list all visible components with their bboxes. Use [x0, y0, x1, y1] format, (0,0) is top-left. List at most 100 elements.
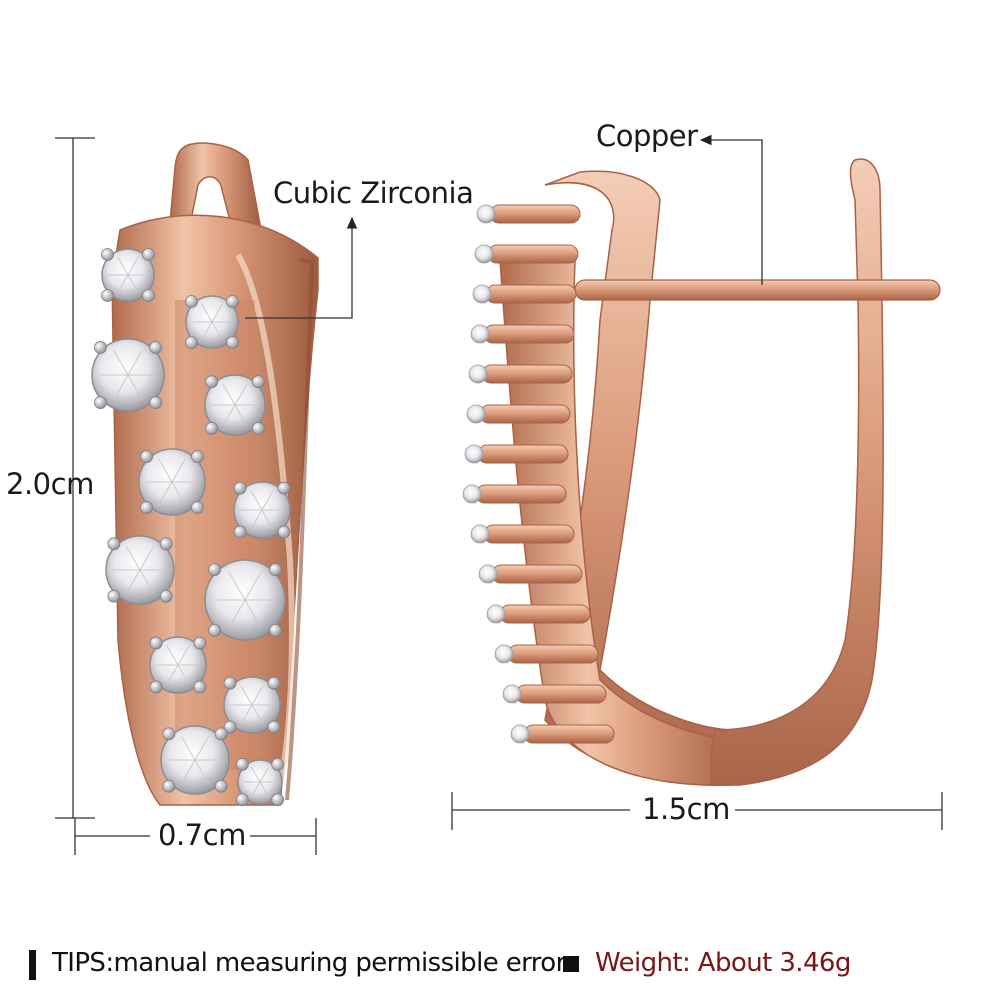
stone-prong [208, 563, 221, 576]
side-stone [466, 404, 486, 424]
stone-facet [177, 664, 190, 685]
stone-prong [269, 563, 282, 576]
side-stone [510, 724, 530, 744]
stone-facet [234, 383, 248, 406]
stone-prong [271, 757, 285, 771]
stone-facet [171, 458, 186, 483]
stone-prong [149, 680, 163, 694]
stone-prong [149, 396, 162, 409]
front-width-label: 0.7cm [158, 818, 246, 852]
stone-facet [240, 704, 253, 725]
side-prong-bar [475, 484, 567, 504]
stone-facet [194, 736, 210, 761]
side-prong-bar [489, 204, 581, 224]
side-stone [474, 244, 494, 264]
stone-facet [228, 572, 246, 601]
side-stone [468, 364, 488, 384]
stone-prong [107, 589, 121, 603]
stone-facet [259, 766, 270, 783]
side-stone [486, 604, 506, 624]
stone-prong [205, 421, 219, 435]
stone-facet [117, 256, 129, 276]
side-stone [464, 444, 484, 464]
stone-facet [222, 383, 236, 406]
stone-facet [171, 481, 186, 506]
stone-prong [162, 727, 176, 741]
weight-marker [563, 956, 579, 972]
stone-facet [125, 569, 141, 594]
stone-prong [226, 336, 239, 349]
stone-facet [251, 685, 264, 706]
stone-facet [194, 759, 210, 784]
side-prong-bar [485, 284, 577, 304]
stone-facet [158, 458, 173, 483]
stone-facet [125, 546, 141, 571]
stone-facet [139, 546, 155, 571]
stone-facet [127, 256, 139, 276]
stone-prong [107, 537, 121, 551]
stone-prong [149, 636, 163, 650]
stone-prong [162, 779, 176, 793]
stone-prong [191, 450, 204, 463]
side-prong-bar [487, 244, 579, 264]
height-label: 2.0cm [6, 467, 94, 501]
side-prong-bar [477, 444, 569, 464]
stone-facet [250, 766, 261, 783]
stone-prong [94, 396, 107, 409]
side-view-earring [462, 158, 941, 786]
stone-facet [251, 704, 264, 725]
stone-material-label: Cubic Zirconia [273, 176, 474, 210]
stone-facet [113, 374, 129, 401]
stone-facet [166, 664, 179, 685]
weight-text: Weight: About 3.46g [595, 948, 851, 978]
stone-facet [244, 572, 262, 601]
stone-prong [214, 779, 228, 793]
stone-facet [127, 274, 139, 294]
stone-prong [235, 757, 249, 771]
stone-facet [234, 404, 248, 427]
stone-facet [211, 303, 223, 323]
stone-prong [185, 295, 198, 308]
stone-facet [158, 481, 173, 506]
side-stone [502, 684, 522, 704]
stone-prong [267, 676, 281, 690]
stone-prong [191, 501, 204, 514]
stone-facet [127, 374, 143, 401]
stone-facet [180, 759, 196, 784]
stone-prong [159, 537, 173, 551]
stone-prong [226, 295, 239, 308]
stone-prong [140, 501, 153, 514]
stone-facet [228, 599, 246, 628]
tips-text: TIPS:manual measuring permissible error [52, 948, 566, 978]
side-prong-bar [523, 724, 615, 744]
stone-prong [271, 793, 285, 807]
stone-prong [159, 589, 173, 603]
stone-prong [251, 421, 265, 435]
stone-prong [140, 450, 153, 463]
dimension-lines [55, 134, 943, 855]
stone-facet [113, 349, 129, 376]
side-stone [472, 284, 492, 304]
stone-prong [233, 525, 247, 539]
stone-facet [259, 781, 270, 798]
stone-facet [261, 509, 274, 530]
stone-prong [205, 375, 219, 389]
side-prong-bar [483, 324, 575, 344]
metal-material-label: Copper [596, 119, 698, 153]
stone-prong [193, 680, 207, 694]
side-prong-bar [515, 684, 607, 704]
stone-prong [277, 481, 291, 495]
stone-facet [127, 349, 143, 376]
stone-prong [214, 727, 228, 741]
stone-facet [250, 509, 263, 530]
stone-prong [269, 624, 282, 637]
side-prong-bar [483, 524, 575, 544]
stone-prong [235, 793, 249, 807]
side-stone [470, 324, 490, 344]
stone-facet [240, 685, 253, 706]
side-prong-bar [479, 404, 571, 424]
stone-prong [101, 248, 114, 261]
stone-facet [244, 599, 262, 628]
stone-prong [142, 289, 155, 302]
side-stone [470, 524, 490, 544]
